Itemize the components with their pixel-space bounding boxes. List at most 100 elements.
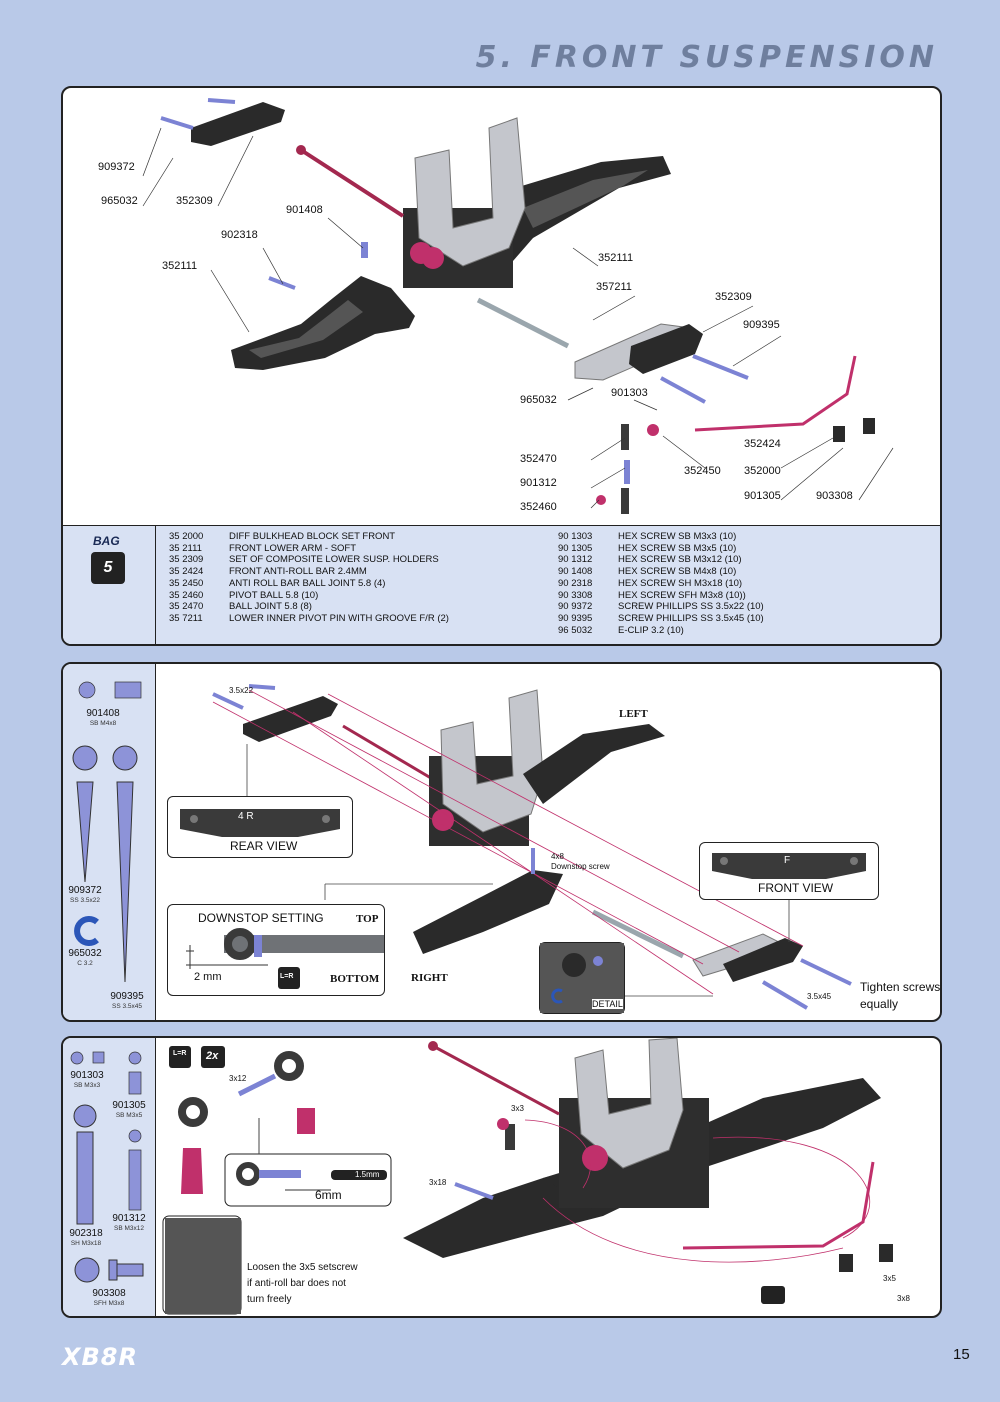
part-code: 35 2424 [169,566,204,578]
bag-number-badge: 5 [91,552,125,584]
lr-badge: L=R [280,973,294,980]
callout-352424: 352424 [744,438,781,450]
exploded-view-drawing [142,98,894,514]
screw-size-3x8: 3x8 [897,1294,910,1303]
part-description: BALL JOINT 5.8 (8) [229,601,312,613]
part-description: HEX SCREW SB M4x8 (10) [618,566,737,578]
top-label: TOP [356,913,379,925]
installation-panel: 901408 SB M4x8 909372 SS 3.5x22 965032 C… [61,662,942,1022]
callout-352460: 352460 [520,501,557,513]
part-code: 35 2470 [169,601,204,613]
part-code: 90 9395 [558,612,593,624]
part-code: 35 2111 [169,542,202,554]
side-spec-909372: SS 3.5x22 [70,897,100,904]
exploded-view-diagram: 909372 965032 352309 901408 902318 35211… [63,88,940,525]
part-description: ANTI ROLL BAR BALL JOINT 5.8 (4) [229,577,386,589]
parts-left-row: 35 2424 FRONT ANTI-ROLL BAR 2.4MM [169,566,449,578]
part-code: 90 1408 [558,566,593,578]
downstop-screw-label: Downstop screw [551,862,610,871]
callout-352000: 352000 [744,465,781,477]
side-spec-965032: C 3.2 [77,960,93,967]
anti-roll-bar-drawing [162,1038,893,1315]
side-spec-901305: SB M3x5 [115,1112,143,1119]
detail-label: DETAIL [592,999,623,1009]
callout-901303: 901303 [611,387,648,399]
part-description: HEX SCREW SFH M3x8 (10)) [618,589,746,601]
downstop-setting-box: DOWNSTOP SETTING TOP 2 mm L=R BOTTOM [167,904,385,996]
loosen-note-line2: if anti-roll bar does not [247,1278,346,1289]
callout-352470: 352470 [520,453,557,465]
side-spec-903308: SFH M3x8 [93,1300,125,1307]
callout-352450: 352450 [684,465,721,477]
part-code: 35 7211 [169,612,203,624]
hex-tool-label: 1.5mm [355,1170,380,1179]
front-view-box: F FRONT VIEW [699,842,879,900]
loosen-note-line3: turn freely [247,1294,292,1305]
part-description: PIVOT BALL 5.8 (10) [229,589,319,601]
side-spec-909395: SS 3.5x45 [112,1003,142,1010]
callout-902318: 902318 [221,229,258,241]
parts-left-row: 35 2111 FRONT LOWER ARM - SOFT [169,543,449,555]
downstop-screw-size: 4x8 [551,852,564,861]
part-code: 35 2309 [169,554,204,566]
parts-left-row: 35 2450 ANTI ROLL BAR BALL JOINT 5.8 (4) [169,578,449,590]
screw-size-3x12: 3x12 [229,1074,247,1083]
part-description: HEX SCREW SB M3x12 (10) [618,554,742,566]
part-description: HEX SCREW SB M3x3 (10) [618,531,737,542]
part-description: FRONT LOWER ARM - SOFT [229,542,357,554]
screw-size-3x3: 3x3 [511,1104,524,1113]
callout-901312: 901312 [520,477,557,489]
rear-view-holder [180,809,340,837]
part-description: SCREW PHILLIPS SS 3.5x45 (10) [618,612,764,624]
detail-box: DETAIL [539,942,625,1014]
part-code: 96 5032 [558,624,593,636]
callout-909372: 909372 [98,161,135,173]
part-code: 90 2318 [558,577,593,589]
rear-view-marking: 4 R [238,811,254,822]
part-code: 35 2450 [169,577,204,589]
part-description: FRONT ANTI-ROLL BAR 2.4MM [229,566,367,578]
part-code: 90 1305 [558,542,593,554]
side-code-909372: 909372 [68,885,102,896]
side-spec-902318: SH M3x18 [70,1240,102,1247]
bag-indicator: BAG 5 [63,525,156,644]
bottom-label: BOTTOM [330,973,380,985]
part-description: DIFF BULKHEAD BLOCK SET FRONT [229,531,396,542]
left-side-label: LEFT [619,708,648,720]
callout-965032: 965032 [101,195,138,207]
installation-drawing [212,684,852,1010]
hardware-sidebar: 901408 SB M4x8 909372 SS 3.5x22 965032 C… [63,664,156,1020]
hardware-icons [72,681,142,983]
page-number: 15 [953,1346,970,1363]
part-description: HEX SCREW SB M3x5 (10) [618,542,737,554]
lr-badge-2: L=R [173,1050,187,1057]
exploded-view-panel: 909372 965032 352309 901408 902318 35211… [61,86,942,646]
side-code-965032: 965032 [68,948,102,959]
right-side-label: RIGHT [411,972,448,984]
gap-value: 2 mm [194,971,222,983]
side-code-909395: 909395 [110,991,144,1002]
side-spec-901312: SB M3x12 [114,1225,144,1232]
side-code-901305: 901305 [112,1100,146,1111]
callout-901305: 901305 [744,490,781,502]
front-view-marking: F [784,855,791,866]
side-code-902318: 902318 [69,1228,103,1239]
rear-view-box: 4 R REAR VIEW [167,796,353,858]
front-view-holder [712,853,866,879]
hardware-sidebar-2: 901303 SB M3x3 901305 SB M3x5 901312 SB … [63,1038,156,1316]
callout-965032-right: 965032 [520,394,557,406]
side-code-901303: 901303 [70,1070,104,1081]
screw-size-3x18: 3x18 [429,1178,447,1187]
hardware-icons-2 [70,1051,144,1283]
screw-size-3x5: 3x5 [883,1274,896,1283]
